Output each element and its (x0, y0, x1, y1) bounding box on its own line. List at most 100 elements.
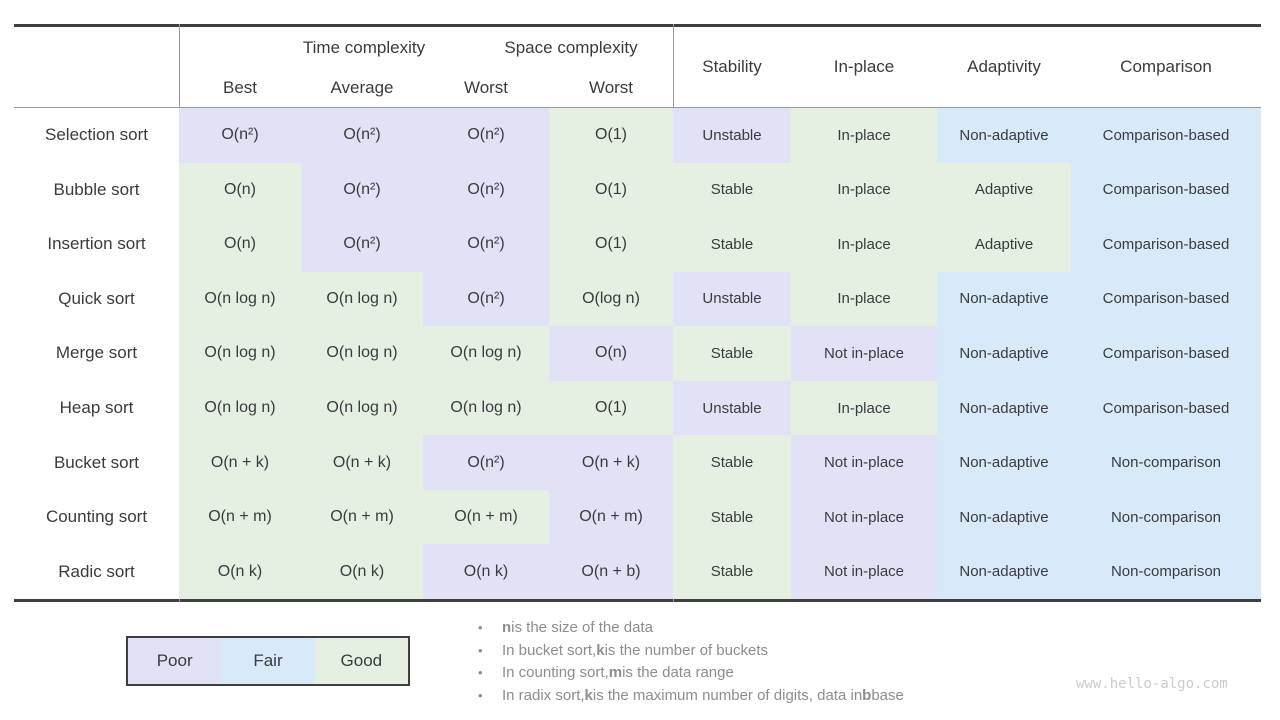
attribute-cell: Stable (673, 162, 791, 218)
algorithm-label: Insertion sort (14, 217, 179, 272)
column-header-worst-time: Worst (463, 78, 509, 97)
complexity-cell: O(n²) (423, 217, 549, 272)
complexity-cell: O(1) (549, 217, 673, 272)
complexity-cell: O(n²) (423, 162, 549, 218)
attribute-cell: In-place (791, 380, 937, 436)
space-complexity-group-header: Space complexity (504, 38, 638, 57)
attribute-cell: Stable (673, 217, 791, 272)
complexity-cell: O(n²) (301, 162, 423, 218)
attribute-cell: Comparison-based (1071, 217, 1261, 272)
column-header-worst-space: Worst (588, 78, 634, 97)
attribute-cell: Not in-place (791, 326, 937, 381)
attribute-cell: Non-adaptive (937, 435, 1071, 490)
attribute-cell: Non-comparison (1071, 544, 1261, 599)
legend-item-fair: Fair (221, 638, 315, 684)
bullet-icon: • (478, 687, 483, 703)
attribute-cell: In-place (791, 271, 937, 327)
complexity-cell: O(n) (179, 217, 301, 272)
attribute-cell: Not in-place (791, 489, 937, 545)
attribute-cell: Non-adaptive (937, 271, 1071, 327)
attribute-cell: In-place (791, 217, 937, 272)
attribute-cell: Comparison-based (1071, 380, 1261, 436)
algorithm-label: Radic sort (14, 544, 179, 599)
complexity-cell: O(1) (549, 108, 673, 163)
complexity-cell: O(n + m) (423, 489, 549, 545)
table-header: Time complexity Space complexity Best Av… (14, 27, 1261, 107)
footnote-line: •n is the size of the data (478, 617, 904, 640)
footnote-text: In counting sort, (502, 664, 609, 681)
footnote-line: • In counting sort, m is the data range (478, 662, 904, 685)
footnote-line: •In bucket sort, k is the number of buck… (478, 640, 904, 663)
complexity-cell: O(1) (549, 380, 673, 436)
legend-item-good: Good (314, 638, 408, 684)
algorithm-label: Heap sort (14, 380, 179, 436)
attribute-cell: Non-adaptive (937, 326, 1071, 381)
attribute-cell: Stable (673, 326, 791, 381)
complexity-cell: O(n²) (301, 217, 423, 272)
attribute-cell: Non-comparison (1071, 489, 1261, 545)
complexity-cell: O(n + m) (549, 489, 673, 545)
bullet-icon: • (478, 665, 483, 680)
complexity-cell: O(n²) (423, 435, 549, 490)
complexity-cell: O(log n) (549, 271, 673, 327)
column-header-in-place: In-place (833, 57, 895, 76)
attribute-cell: Non-adaptive (937, 108, 1071, 163)
complexity-cell: O(n log n) (301, 271, 423, 327)
complexity-cell: O(n + k) (549, 435, 673, 490)
legend-item-poor: Poor (128, 638, 222, 684)
algorithm-label: Counting sort (14, 489, 179, 545)
complexity-cell: O(n + k) (301, 435, 423, 490)
footnote-text: base (871, 686, 904, 704)
attribute-cell: Not in-place (791, 544, 937, 599)
bullet-icon: • (478, 620, 483, 635)
column-header-stability: Stability (702, 57, 762, 76)
table-top-border (14, 24, 1261, 27)
complexity-cell: O(n k) (179, 544, 301, 599)
attribute-cell: Comparison-based (1071, 271, 1261, 327)
table-bottom-border (14, 599, 1261, 602)
attribute-cell: In-place (791, 162, 937, 218)
attribute-cell: Not in-place (791, 435, 937, 490)
footnote-text: n (502, 619, 512, 636)
footnote-text: is the maximum number of digits, data in (592, 686, 863, 704)
complexity-cell: O(n + m) (179, 489, 301, 545)
complexity-cell: O(n²) (423, 271, 549, 327)
complexity-cell: O(n log n) (423, 326, 549, 381)
complexity-cell: O(n k) (301, 544, 423, 599)
algorithm-label: Bucket sort (14, 435, 179, 490)
attribute-cell: Unstable (673, 380, 791, 436)
complexity-cell: O(n log n) (179, 380, 301, 436)
complexity-cell: O(n + m) (301, 489, 423, 545)
column-header-average: Average (330, 78, 394, 97)
footnote-text: is the data range (622, 664, 734, 681)
footnote-text: In bucket sort, (502, 641, 597, 659)
complexity-cell: O(n) (549, 326, 673, 381)
complexity-cell: O(n + k) (179, 435, 301, 490)
attribute-cell: Stable (673, 435, 791, 490)
complexity-cell: O(n log n) (423, 380, 549, 436)
complexity-cell: O(n log n) (179, 326, 301, 381)
complexity-cell: O(1) (549, 162, 673, 218)
complexity-cell: O(n²) (301, 108, 423, 163)
complexity-cell: O(n log n) (179, 271, 301, 327)
attribute-cell: Stable (673, 489, 791, 545)
bullet-icon: • (478, 642, 483, 658)
attribute-cell: Unstable (673, 108, 791, 163)
attribute-cell: Comparison-based (1071, 108, 1261, 163)
algorithm-label: Selection sort (14, 108, 179, 163)
attribute-cell: Unstable (673, 271, 791, 327)
complexity-cell: O(n k) (423, 544, 549, 599)
footnote-line: •In radix sort, k is the maximum number … (478, 685, 904, 708)
attribute-cell: In-place (791, 108, 937, 163)
attribute-cell: Non-adaptive (937, 380, 1071, 436)
footnote-text: b (862, 686, 872, 704)
column-header-best: Best (222, 78, 258, 97)
footnote-text: m (608, 664, 623, 681)
algorithm-label: Bubble sort (14, 162, 179, 218)
footnote-text: In radix sort, (502, 686, 585, 704)
complexity-cell: O(n + b) (549, 544, 673, 599)
watermark-url: www.hello-algo.com (1076, 676, 1228, 692)
attribute-cell: Non-adaptive (937, 489, 1071, 545)
